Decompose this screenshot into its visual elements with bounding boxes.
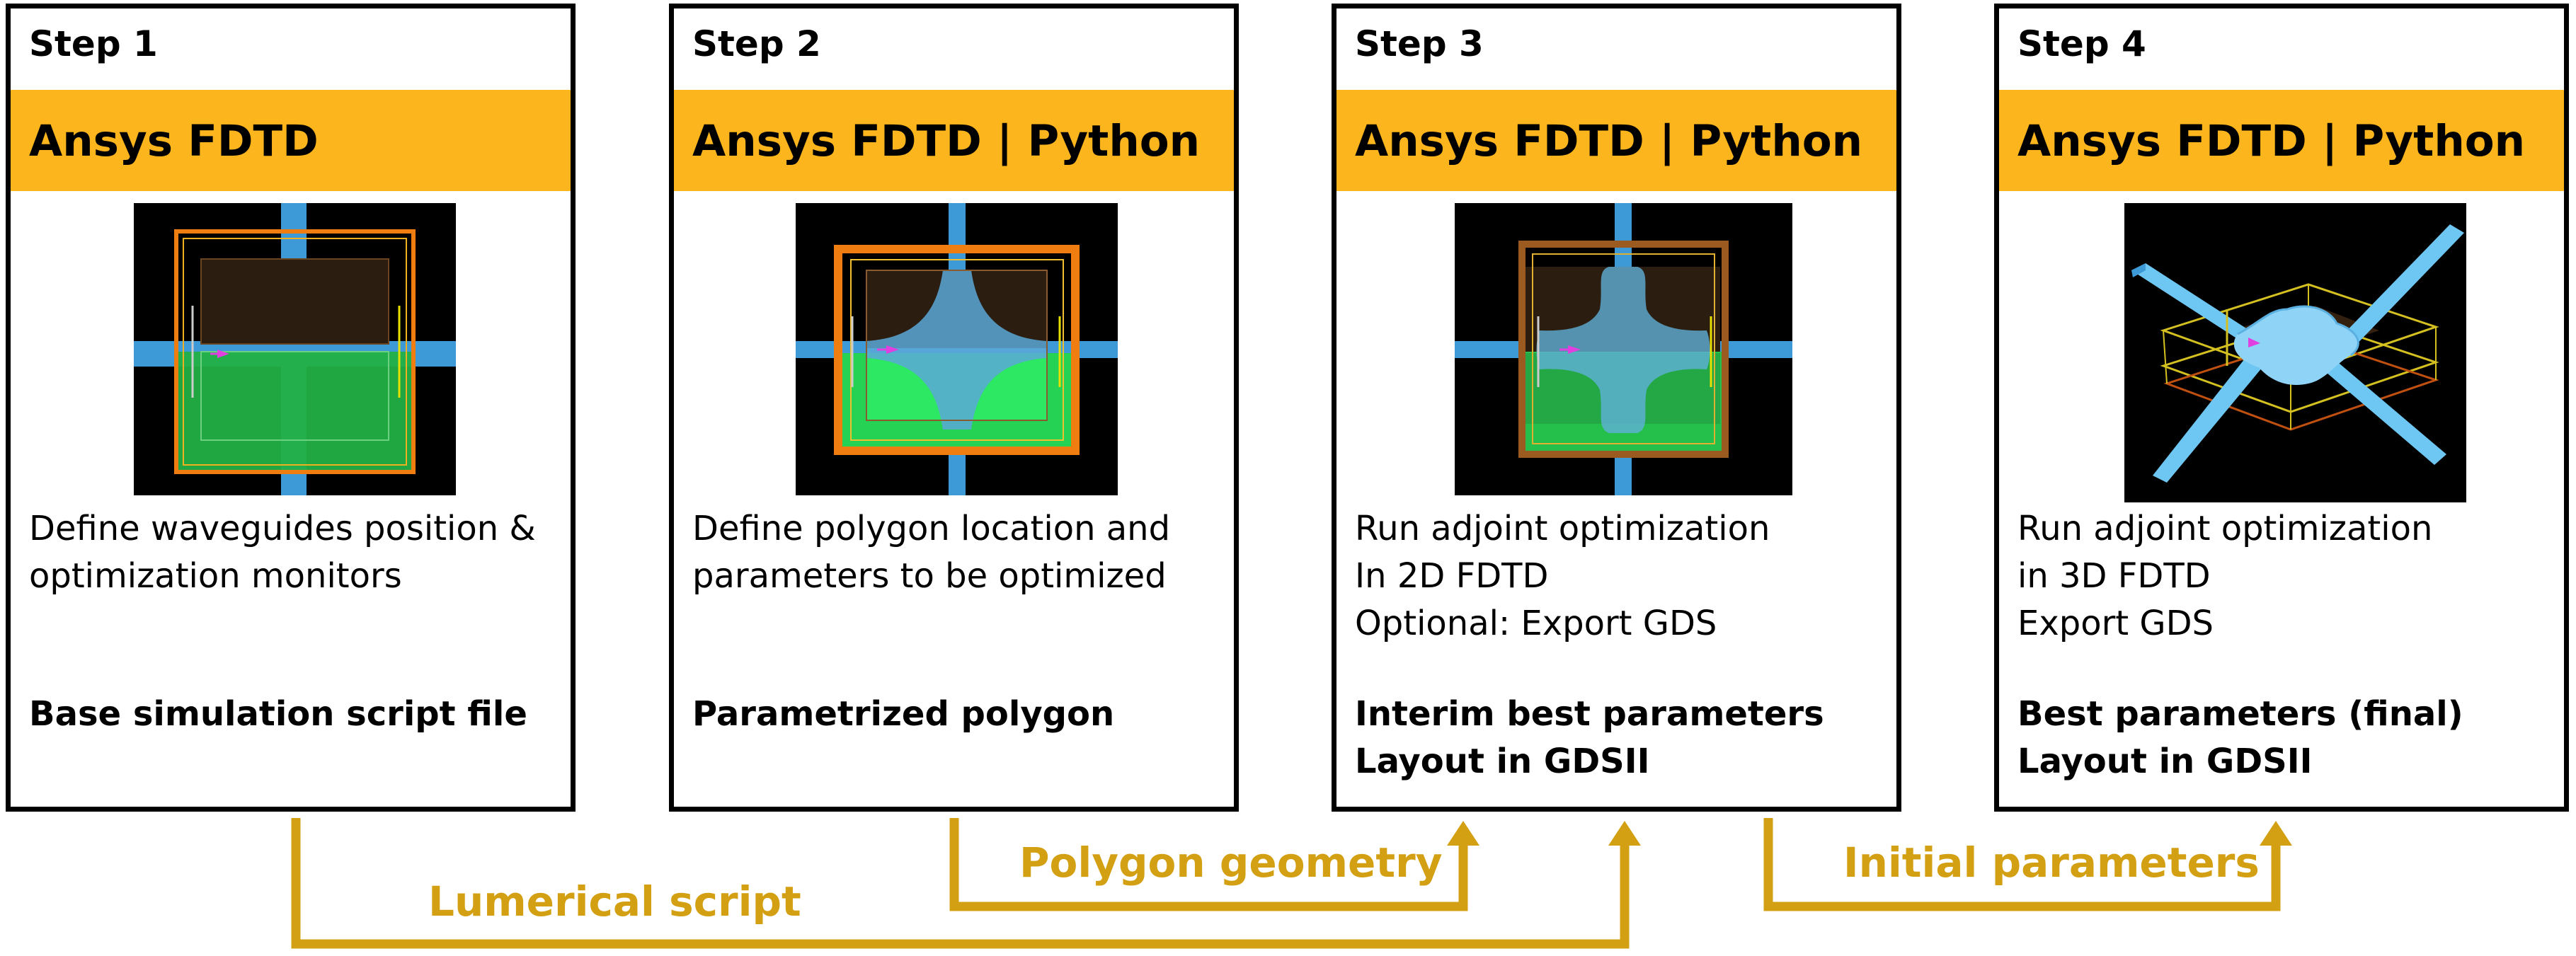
simulation-region-icon <box>134 203 456 495</box>
step-1-description: Define waveguides position & optimizatio… <box>29 505 567 600</box>
step-1-desc-line-1: Define waveguides position & <box>29 509 536 548</box>
step-4-desc-line-1: Run adjoint optimization <box>2017 509 2433 548</box>
lumerical-script-label: Lumerical script <box>428 877 801 926</box>
step-2-description: Define polygon location and parameters t… <box>692 505 1230 600</box>
step-1-title: Step 1 <box>29 23 158 64</box>
step-3-title: Step 3 <box>1355 23 1484 64</box>
step-2-output: Parametrized polygon <box>692 691 1230 738</box>
step-2-title: Step 2 <box>692 23 821 64</box>
step-1-tool-label: Ansys FDTD <box>29 116 319 166</box>
step-4-card: Step 4 Ansys FDTD | Python Run adjoint o… <box>1994 4 2569 812</box>
step-1-output-line-1: Base simulation script file <box>29 694 527 734</box>
step-1-card: Step 1 Ansys FDTD Define waveguides posi… <box>6 4 576 812</box>
step-2-desc-line-1: Define polygon location and <box>692 509 1171 548</box>
step-2-tool-label: Ansys FDTD | Python <box>692 116 1201 166</box>
step-3-output-line-2: Layout in GDSII <box>1355 742 1650 781</box>
step-2-card: Step 2 Ansys FDTD | Python Define polygo… <box>669 4 1239 812</box>
polygon-geometry-arrow <box>949 818 1468 911</box>
optimized-2d-shape-icon <box>1455 203 1792 495</box>
step-3-output-line-1: Interim best parameters <box>1355 694 1824 734</box>
polygon-geometry-label: Polygon geometry <box>1019 839 1443 887</box>
step-2-output-line-1: Parametrized polygon <box>692 694 1115 734</box>
step-3-card: Step 3 Ansys FDTD | Python Run adjoint o… <box>1332 4 1901 812</box>
step-2-desc-line-2: parameters to be optimized <box>692 556 1167 596</box>
step-4-description: Run adjoint optimization in 3D FDTD Expo… <box>2017 505 2555 647</box>
step-4-title: Step 4 <box>2017 23 2146 64</box>
initial-parameters-arrow <box>1763 818 2281 911</box>
step-4-output-line-2: Layout in GDSII <box>2017 742 2313 781</box>
step-3-desc-line-2: In 2D FDTD <box>1355 556 1549 596</box>
step-1-desc-line-2: optimization monitors <box>29 556 402 596</box>
polygon-geometry-icon <box>796 203 1118 495</box>
step-4-tool-bar: Ansys FDTD | Python <box>1999 90 2564 191</box>
step-2-tool-bar: Ansys FDTD | Python <box>674 90 1234 191</box>
step-3-tool-bar: Ansys FDTD | Python <box>1336 90 1896 191</box>
step-3-description: Run adjoint optimization In 2D FDTD Opti… <box>1355 505 1893 647</box>
step-4-desc-line-3: Export GDS <box>2017 604 2214 643</box>
step-4-output-line-1: Best parameters (final) <box>2017 694 2463 734</box>
step-3-desc-line-1: Run adjoint optimization <box>1355 509 1770 548</box>
step-3-tool-label: Ansys FDTD | Python <box>1355 116 1863 166</box>
step-4-output: Best parameters (final) Layout in GDSII <box>2017 691 2555 785</box>
step-4-tool-label: Ansys FDTD | Python <box>2017 116 2526 166</box>
step-3-output: Interim best parameters Layout in GDSII <box>1355 691 1893 785</box>
step-1-tool-bar: Ansys FDTD <box>11 90 571 191</box>
step-3-desc-line-3: Optional: Export GDS <box>1355 604 1717 643</box>
lumerical-script-arrow <box>291 818 1630 949</box>
optimized-3d-crossing-icon <box>2124 203 2466 502</box>
step-1-output: Base simulation script file <box>29 691 567 738</box>
step-4-desc-line-2: in 3D FDTD <box>2017 556 2211 596</box>
initial-parameters-label: Initial parameters <box>1843 839 2260 887</box>
